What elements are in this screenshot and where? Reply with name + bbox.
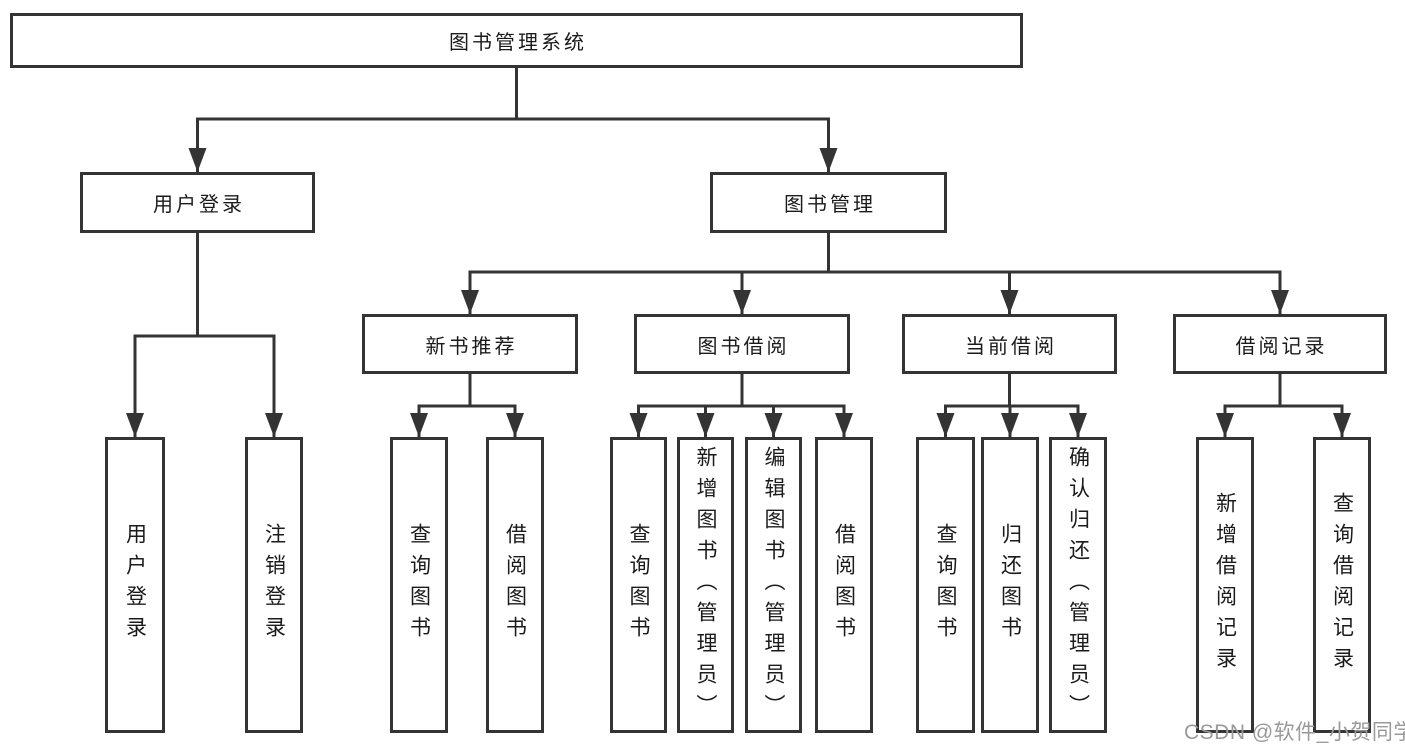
leaf-logout: 注销登录: [245, 437, 303, 733]
node-label: 当前借阅: [965, 335, 1057, 358]
leaf-label: 归还图书: [998, 523, 1022, 647]
connector-user-login-branch: [126, 231, 283, 438]
leaf-user-login: 用户登录: [105, 437, 165, 733]
leaf-edit-book-admin: 编辑图书（管理员）: [745, 437, 802, 733]
connector-root-to-level2: [188, 66, 838, 173]
csdn-watermark: CSDN @软件_小贺同学: [1184, 721, 1405, 744]
node-book-management: 图书管理: [710, 172, 947, 233]
node-library-management-system: 图书管理系统: [10, 13, 1023, 68]
leaf-label: 查询图书: [627, 523, 650, 647]
leaf-label: 查询图书: [407, 523, 431, 647]
leaf-label: 注销登录: [262, 523, 286, 647]
connector-current-borrow-branch: [936, 372, 1087, 438]
node-label: 图书管理系统: [449, 32, 587, 54]
leaf-label: 查询图书: [934, 523, 957, 647]
node-book-borrow: 图书借阅: [634, 314, 850, 374]
node-current-borrow: 当前借阅: [902, 314, 1117, 374]
leaf-add-book-admin: 新增图书（管理员）: [677, 437, 734, 733]
connector-book-management-branch: [461, 231, 1289, 315]
leaf-query-books-3: 查询图书: [916, 437, 975, 733]
leaf-return-book: 归还图书: [981, 437, 1039, 733]
leaf-query-borrow-record: 查询借阅记录: [1313, 437, 1371, 733]
leaf-label: 借阅图书: [503, 523, 527, 647]
leaf-query-books-1: 查询图书: [390, 437, 448, 733]
node-borrow-records: 借阅记录: [1173, 314, 1387, 374]
node-label: 用户登录: [153, 194, 245, 216]
leaf-label: 用户登录: [123, 523, 147, 647]
leaf-label: 编辑图书（管理员）: [762, 445, 785, 725]
connector-book-borrow-branch: [629, 372, 853, 438]
connector-borrow-records-branch: [1216, 372, 1351, 438]
leaf-label: 新增借阅记录: [1213, 492, 1237, 678]
leaf-label: 借阅图书: [832, 523, 856, 647]
node-label: 图书管理: [784, 194, 876, 216]
leaf-borrow-books-2: 借阅图书: [815, 437, 873, 733]
leaf-label: 确认归还（管理员）: [1066, 445, 1090, 725]
node-label: 新书推荐: [425, 335, 518, 358]
leaf-confirm-return-admin: 确认归还（管理员）: [1049, 437, 1107, 733]
leaf-borrow-books-1: 借阅图书: [486, 437, 544, 733]
leaf-label: 新增图书（管理员）: [694, 445, 717, 725]
node-label: 图书借阅: [697, 335, 790, 358]
node-new-book-recommend: 新书推荐: [362, 314, 578, 374]
leaf-query-books-2: 查询图书: [610, 437, 667, 733]
leaf-label: 查询借阅记录: [1330, 492, 1354, 678]
connector-new-book-branch: [410, 372, 524, 438]
node-user-login: 用户登录: [80, 172, 315, 233]
leaf-add-borrow-record: 新增借阅记录: [1196, 437, 1254, 733]
node-label: 借阅记录: [1235, 335, 1328, 358]
